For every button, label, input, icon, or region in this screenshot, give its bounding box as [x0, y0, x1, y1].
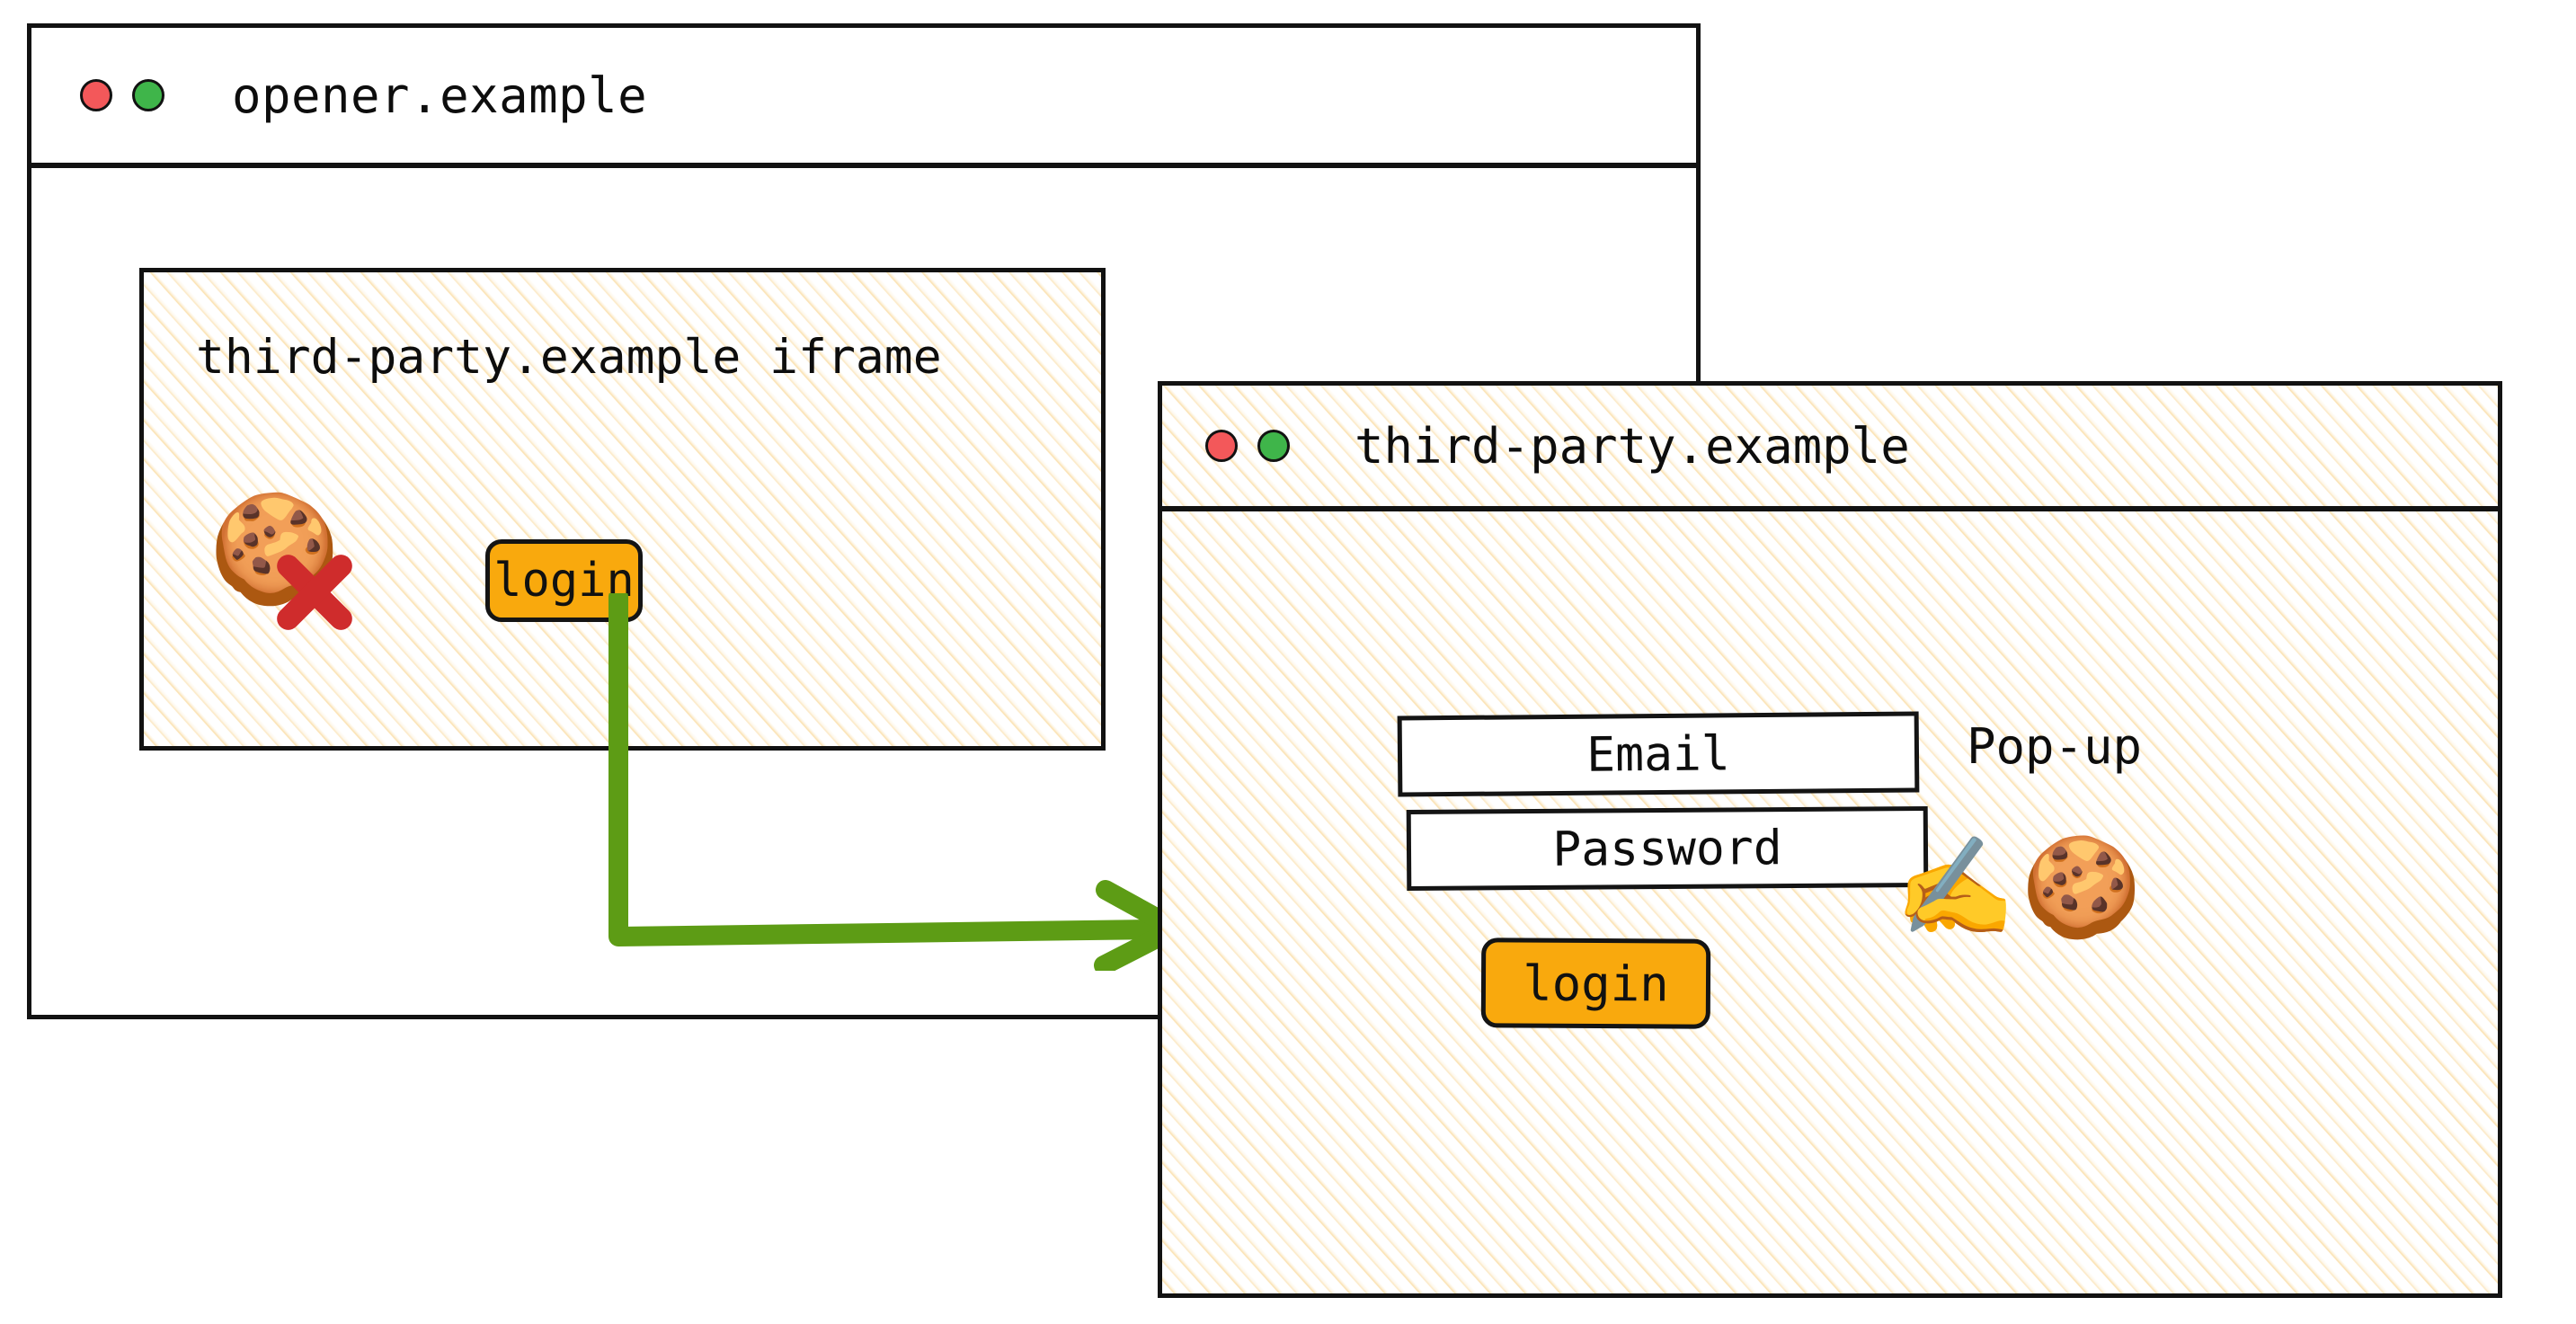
x-cross-icon	[264, 542, 365, 643]
popup-label-text: Pop-up	[1967, 718, 2143, 775]
popup-browser-window: third-party.example Email Password login…	[1158, 381, 2502, 1298]
maximize-dot[interactable]	[132, 79, 164, 111]
cookie-written-group: ✍️ 🍪	[1895, 840, 2142, 937]
popup-title-text: third-party.example	[1355, 417, 1910, 475]
email-field[interactable]: Email	[1397, 711, 1920, 797]
opener-title-bar: opener.example	[31, 28, 1696, 168]
cookie-icon: 🍪	[2021, 831, 2142, 944]
iframe-title-text: third-party.example iframe	[196, 330, 942, 385]
blocked-cookie-group: 🍪	[209, 495, 388, 648]
password-field[interactable]: Password	[1406, 805, 1929, 892]
third-party-iframe: third-party.example iframe 🍪 login	[139, 268, 1106, 751]
close-dot[interactable]	[1205, 430, 1238, 462]
opener-traffic-lights	[80, 79, 164, 111]
popup-title-bar: third-party.example	[1162, 386, 2498, 511]
popup-traffic-lights	[1205, 430, 1290, 462]
opener-title-text: opener.example	[232, 67, 648, 124]
popup-login-button[interactable]: login	[1480, 937, 1711, 1029]
close-dot[interactable]	[80, 79, 112, 111]
writing-hand-icon: ✍️	[1895, 831, 2016, 944]
maximize-dot[interactable]	[1257, 430, 1290, 462]
iframe-login-button[interactable]: login	[485, 539, 643, 622]
